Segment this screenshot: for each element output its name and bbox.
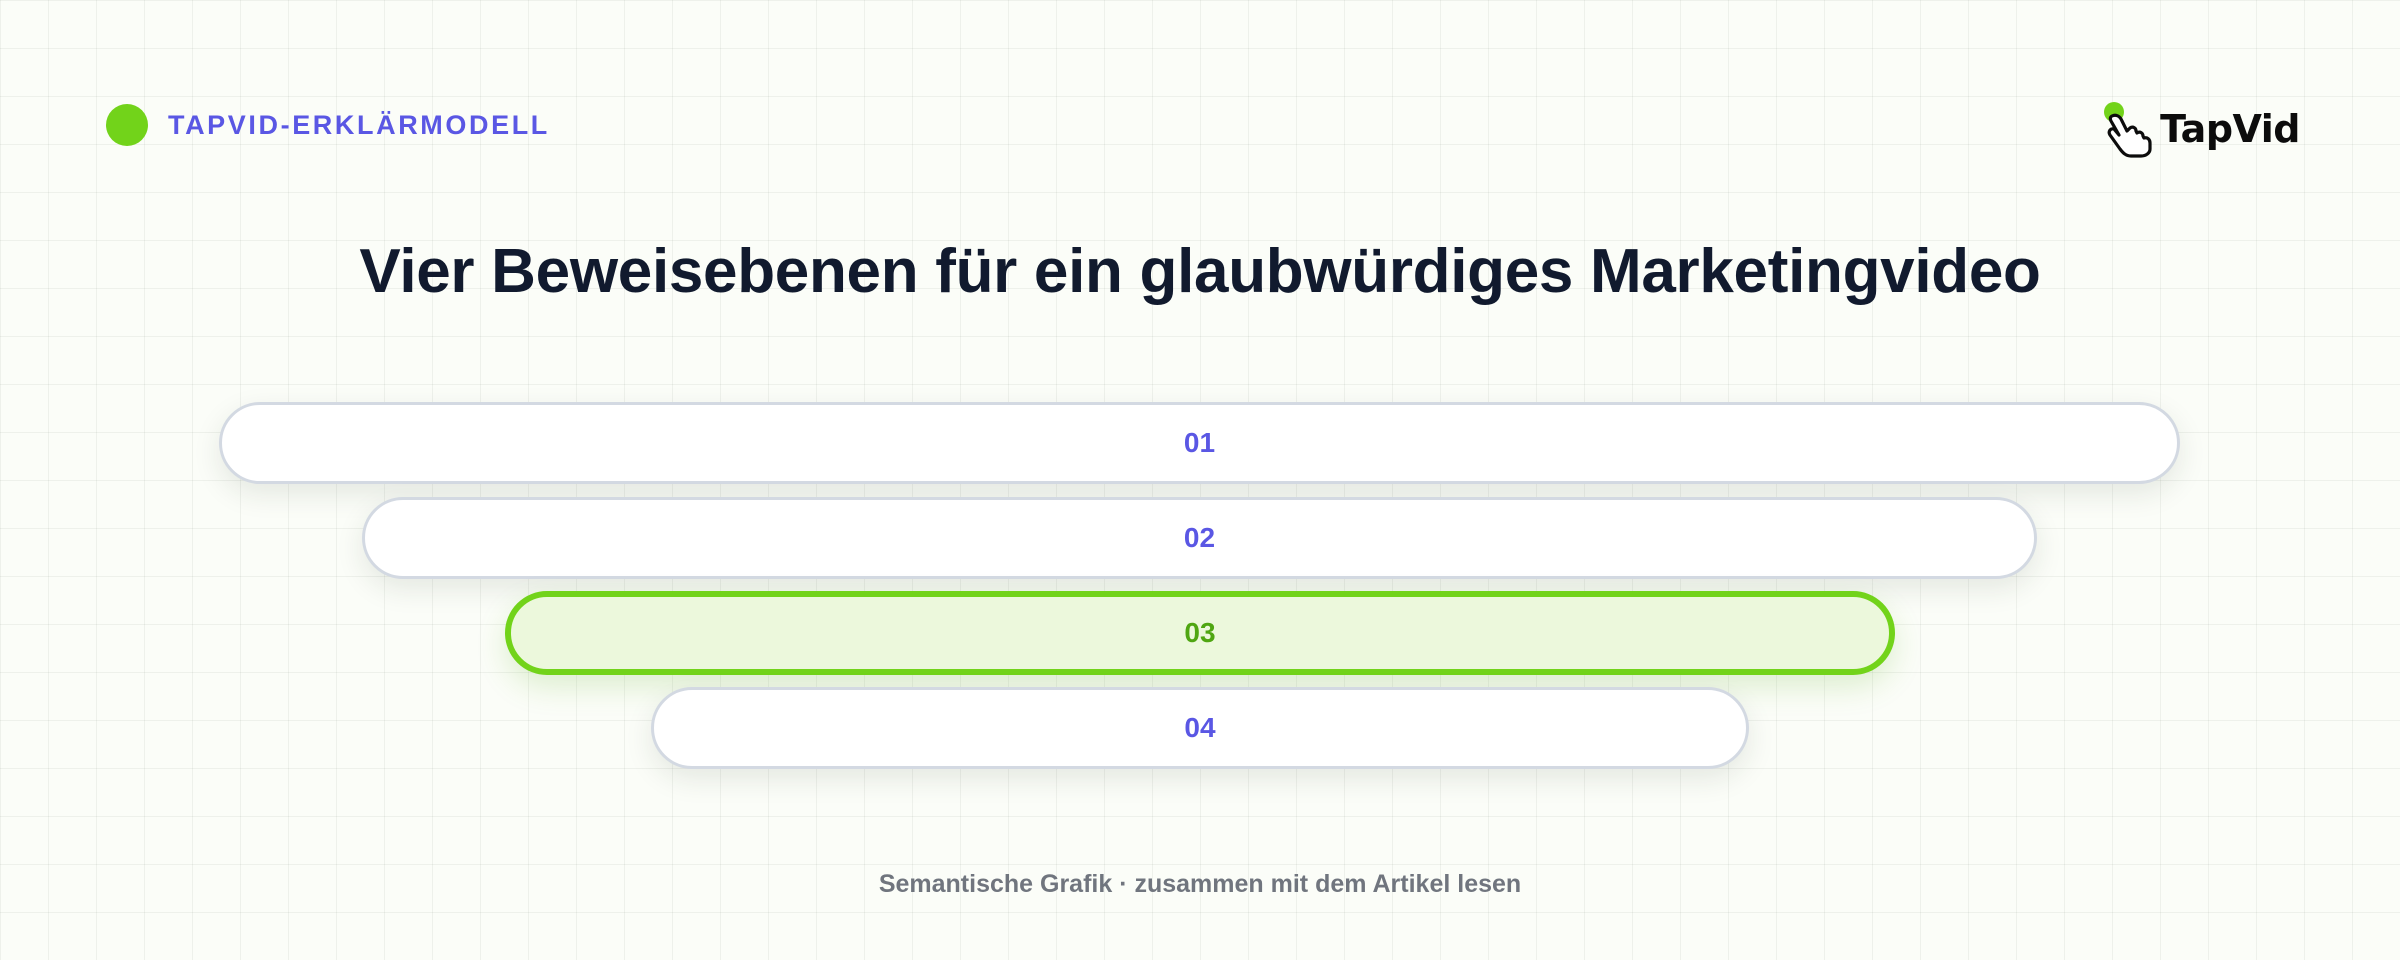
level-02: 02 [362, 497, 2037, 579]
level-label: 04 [1184, 712, 1216, 743]
level-label: 01 [1183, 427, 1216, 458]
level-label: 03 [1184, 617, 1216, 648]
brand-name: TapVid [2160, 107, 2300, 151]
level-01: 01 [219, 402, 2180, 484]
level-03: 03 [505, 591, 1895, 675]
eyebrow: TAPVID-ERKLÄRMODELL [106, 104, 550, 146]
eyebrow-label: TAPVID-ERKLÄRMODELL [168, 109, 550, 140]
level-04: 04 [651, 687, 1749, 769]
brand-logo: TapVid [2100, 100, 2300, 158]
accent-dot-icon [106, 104, 148, 146]
tap-hand-icon [2104, 102, 2152, 158]
level-label: 02 [1183, 522, 1216, 553]
footer-note: Semantische Grafik · zusammen mit dem Ar… [878, 870, 1522, 898]
page-title: Vier Beweisebenen für ein glaubwürdiges … [359, 237, 2041, 306]
